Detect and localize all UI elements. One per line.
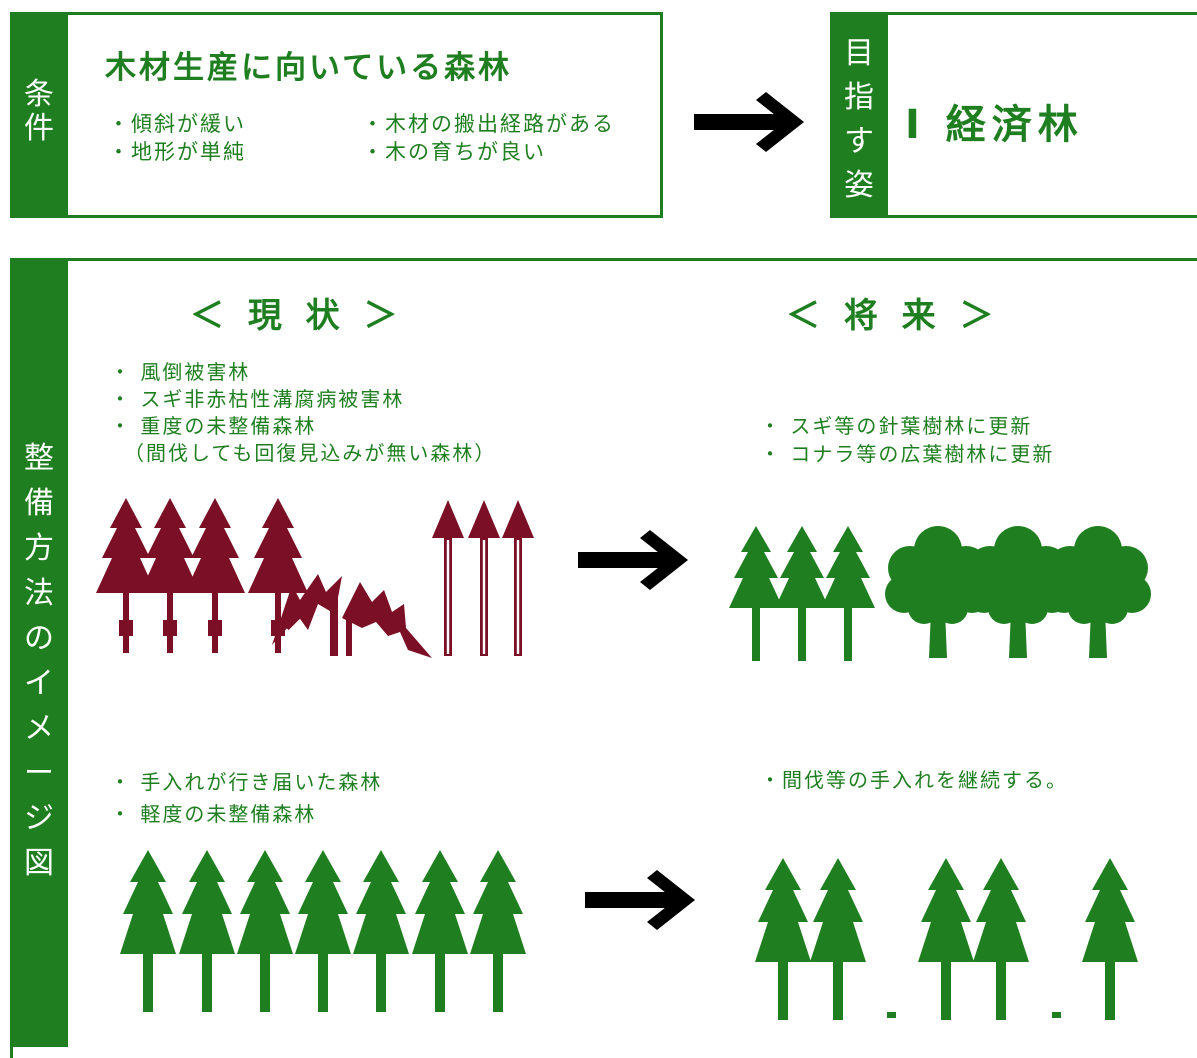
list-item: ・間伐等の手入れを継続する。 — [760, 768, 1068, 792]
target-label-char: 姿 — [844, 168, 874, 203]
conifer-tree-icon — [729, 526, 783, 661]
conditions-list-left: ・傾斜が緩い ・地形が単純 — [108, 110, 246, 166]
broadleaf-tree-icon — [1045, 526, 1151, 658]
method-side-label: 整 備 方 法 の イ メ ー ジ 図 — [10, 258, 68, 1047]
conifer-tree-icon — [295, 850, 351, 1012]
method-label-char: 備 — [24, 486, 54, 521]
conifer-tree-icon — [353, 850, 409, 1012]
list-item: （間伐しても回復見込みが無い森林） — [124, 441, 497, 465]
conifer-tree-icon — [775, 526, 829, 661]
stump-icon — [1052, 1012, 1061, 1018]
dead-tree-icon — [502, 500, 534, 656]
list-item: ・傾斜が緩い — [108, 112, 246, 136]
target-value: Ⅰ 経済林 — [905, 102, 1084, 148]
future-list-2: ・間伐等の手入れを継続する。 — [760, 766, 1068, 794]
conifer-tree-icon — [1082, 858, 1138, 1020]
conditions-box — [10, 12, 663, 218]
stump-icon — [887, 1012, 896, 1018]
conifer-tree-icon — [470, 850, 526, 1012]
conifer-tree-icon — [755, 858, 811, 1020]
target-label-char: 目 — [844, 36, 874, 71]
conifer-tree-icon — [918, 858, 974, 1020]
dead-tree-icon — [432, 500, 464, 656]
conifer-tree-icon — [973, 858, 1029, 1020]
future-list-1: ・ スギ等の針葉樹林に更新 ・ コナラ等の広葉樹林に更新 — [760, 412, 1054, 468]
current-list-1: ・ 風倒被害林 ・ スギ非赤枯性溝腐病被害林 ・ 重度の未整備森林 （間伐しても… — [110, 359, 496, 467]
list-item: ・ スギ非赤枯性溝腐病被害林 — [110, 387, 405, 411]
method-label-char: の — [24, 621, 54, 656]
current-heading: ＜ 現 状 ＞ — [190, 296, 404, 336]
target-label-char: 指 — [844, 80, 874, 115]
conifer-tree-icon — [120, 850, 176, 1012]
conditions-label-char: 件 — [24, 111, 54, 146]
list-item: ・ 手入れが行き届いた森林 — [110, 770, 383, 794]
list-item: ・ 重度の未整備森林 — [110, 414, 317, 438]
current-list-2: ・ 手入れが行き届いた森林 ・ 軽度の未整備森林 — [110, 766, 382, 830]
list-item: ・地形が単純 — [108, 140, 246, 164]
future-heading: ＜ 将 来 ＞ — [786, 296, 1000, 336]
conifer-tree-icon — [237, 850, 293, 1012]
conditions-list-right: ・木材の搬出経路がある ・木の育ちが良い — [362, 110, 615, 166]
target-side-label: 目 指 す 姿 — [830, 12, 888, 218]
dead-tree-icon — [468, 500, 500, 656]
fallen-tree-icon — [272, 574, 342, 656]
arrow-right-icon — [578, 530, 688, 590]
method-label-char: 整 — [24, 441, 54, 476]
list-item: ・木の育ちが良い — [362, 140, 546, 164]
method-label-char: ジ — [24, 801, 54, 836]
conifer-tree-icon — [412, 850, 468, 1012]
list-item: ・ 軽度の未整備森林 — [110, 802, 317, 826]
arrow-right-icon — [694, 92, 804, 152]
list-item: ・ 風倒被害林 — [110, 360, 251, 384]
conifer-tree-icon — [185, 498, 245, 653]
conifer-tree-icon — [821, 526, 875, 661]
list-item: ・ スギ等の針葉樹林に更新 — [760, 414, 1033, 438]
conditions-title: 木材生産に向いている森林 — [105, 50, 513, 86]
conditions-label-char: 条 — [24, 77, 54, 112]
method-label-char: 方 — [24, 531, 54, 566]
list-item: ・ コナラ等の広葉樹林に更新 — [760, 442, 1055, 466]
conifer-tree-icon — [96, 498, 156, 653]
conditions-side-label: 条 件 — [10, 12, 68, 218]
conifer-tree-icon — [810, 858, 866, 1020]
method-label-char: 法 — [24, 576, 54, 611]
method-label-char: イ — [24, 666, 54, 701]
list-item: ・木材の搬出経路がある — [362, 112, 615, 136]
method-label-char: メ — [24, 711, 54, 746]
method-label-char: 図 — [24, 846, 54, 881]
method-label-char: ー — [24, 756, 54, 791]
target-box — [830, 12, 1197, 218]
arrow-right-icon — [585, 870, 695, 930]
fallen-tree-icon — [342, 582, 432, 658]
conifer-tree-icon — [179, 850, 235, 1012]
target-label-char: す — [844, 124, 874, 159]
conifer-tree-icon — [140, 498, 200, 653]
